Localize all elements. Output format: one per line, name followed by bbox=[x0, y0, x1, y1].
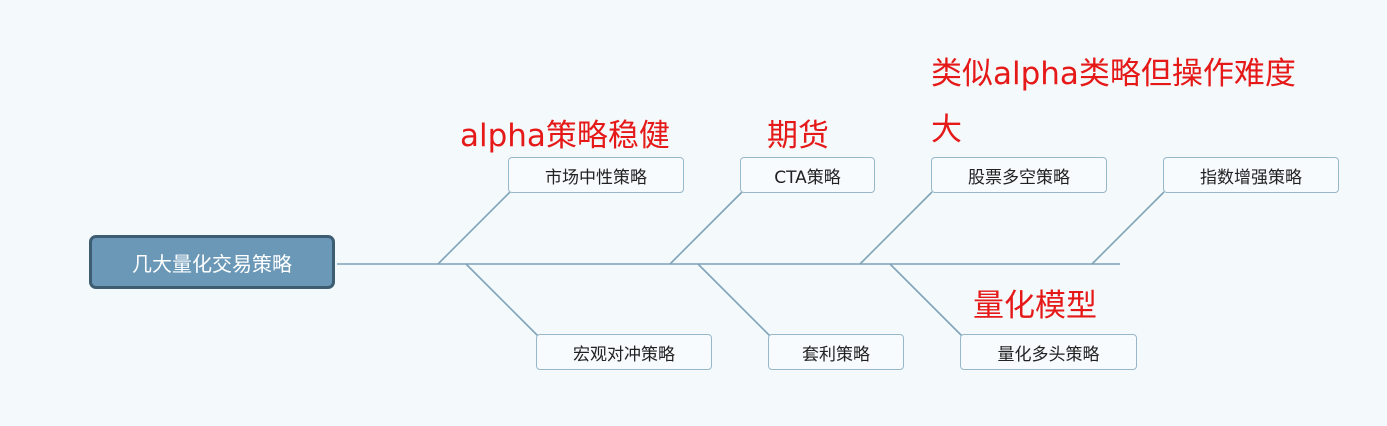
node-arbitrage-label: 套利策略 bbox=[802, 344, 870, 365]
node-arbitrage[interactable]: 套利策略 bbox=[768, 334, 904, 370]
node-quant-long[interactable]: 量化多头策略 bbox=[960, 334, 1137, 370]
node-long-short-label: 股票多空策略 bbox=[968, 167, 1070, 188]
annotation-similar-alpha-line2: 大 bbox=[931, 112, 962, 148]
connector-quant-long bbox=[889, 263, 963, 337]
annotation-alpha-stable: alpha策略稳健 bbox=[460, 118, 670, 154]
node-index-enhanced[interactable]: 指数增强策略 bbox=[1163, 157, 1339, 193]
annotation-futures: 期货 bbox=[767, 118, 829, 154]
node-macro-hedge-label: 宏观对冲策略 bbox=[573, 344, 675, 365]
connector-cta bbox=[669, 191, 743, 265]
connector-index-enhanced bbox=[1091, 191, 1165, 265]
node-quant-long-label: 量化多头策略 bbox=[997, 344, 1100, 365]
root-topic[interactable]: 几大量化交易策略 bbox=[89, 235, 335, 289]
connector-macro-hedge bbox=[465, 263, 539, 337]
node-cta[interactable]: CTA策略 bbox=[740, 157, 875, 193]
node-long-short[interactable]: 股票多空策略 bbox=[931, 157, 1107, 193]
connector-market-neutral bbox=[437, 191, 511, 265]
annotation-quant-model: 量化模型 bbox=[973, 288, 1097, 324]
connector-arbitrage bbox=[697, 263, 771, 337]
node-market-neutral-label: 市场中性策略 bbox=[545, 167, 647, 188]
root-topic-label: 几大量化交易策略 bbox=[132, 251, 292, 276]
node-macro-hedge[interactable]: 宏观对冲策略 bbox=[536, 334, 712, 370]
annotation-similar-alpha-line1: 类似alpha类略但操作难度 bbox=[931, 56, 1296, 92]
node-market-neutral[interactable]: 市场中性策略 bbox=[508, 157, 684, 193]
node-index-enhanced-label: 指数增强策略 bbox=[1200, 167, 1302, 188]
node-cta-label: CTA策略 bbox=[774, 167, 841, 188]
connector-long-short bbox=[859, 191, 933, 265]
